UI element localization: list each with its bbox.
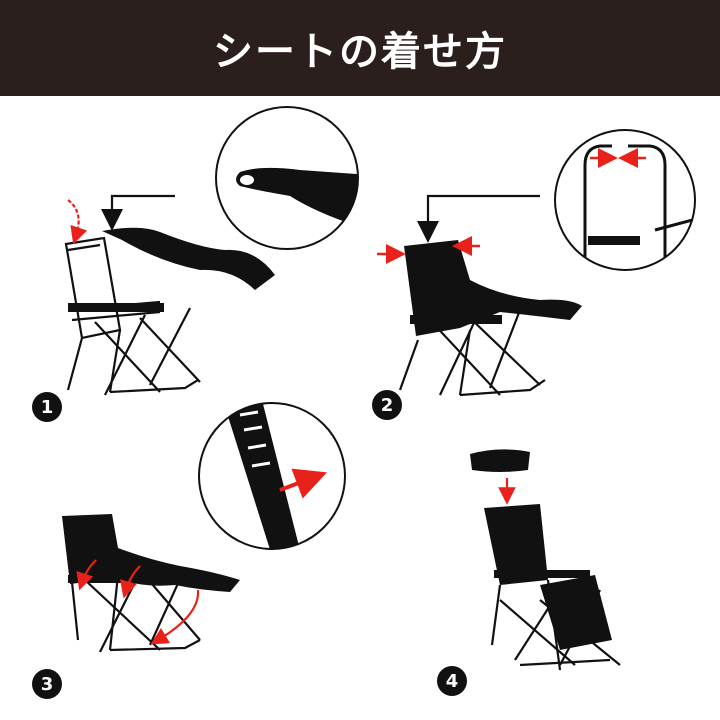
step-3-red-arrow-a: [76, 559, 97, 591]
step-1-red-arrow: [67, 199, 88, 245]
step-4-number: 4: [437, 666, 467, 696]
step-4-armrest: [494, 570, 590, 578]
step-2-armrest: [410, 315, 502, 324]
step-4-backrest: [484, 504, 548, 585]
step-3-illustration: [62, 402, 346, 653]
step-1-number: 1: [32, 392, 62, 422]
step-1-zoom-detail: [236, 167, 358, 230]
step-2-placement-arrow: [417, 194, 540, 243]
assembly-illustration: [62, 106, 696, 671]
step-2-zoom-detail: [583, 144, 695, 270]
step-2-zoom-circle: [554, 129, 696, 271]
page-title: シートの着せ方: [213, 29, 507, 75]
step-4-illustration: [470, 449, 621, 671]
step-3-red-arrow-b: [119, 565, 141, 599]
step-3-armrest: [68, 575, 164, 583]
step-1-placement-arrow: [101, 194, 175, 231]
step-3-number: 3: [32, 669, 62, 699]
step-3-seat-cover: [62, 514, 240, 592]
step-1-illustration: [64, 106, 359, 396]
step-4-chair-frame: [490, 579, 621, 671]
step-1-seat-cover: [102, 227, 275, 290]
step-4-headrest-pillow: [470, 449, 530, 472]
header-bar: シートの着せ方: [0, 0, 720, 96]
step-2-number: 2: [372, 390, 402, 420]
step-2-seat-cover: [404, 240, 582, 336]
step-3-red-arrow-c: [150, 589, 200, 645]
step-3-zoom-detail: [226, 403, 327, 549]
step-1-armrest: [68, 303, 164, 312]
step-2-illustration: [377, 129, 696, 397]
step-4-footrest: [540, 575, 612, 650]
